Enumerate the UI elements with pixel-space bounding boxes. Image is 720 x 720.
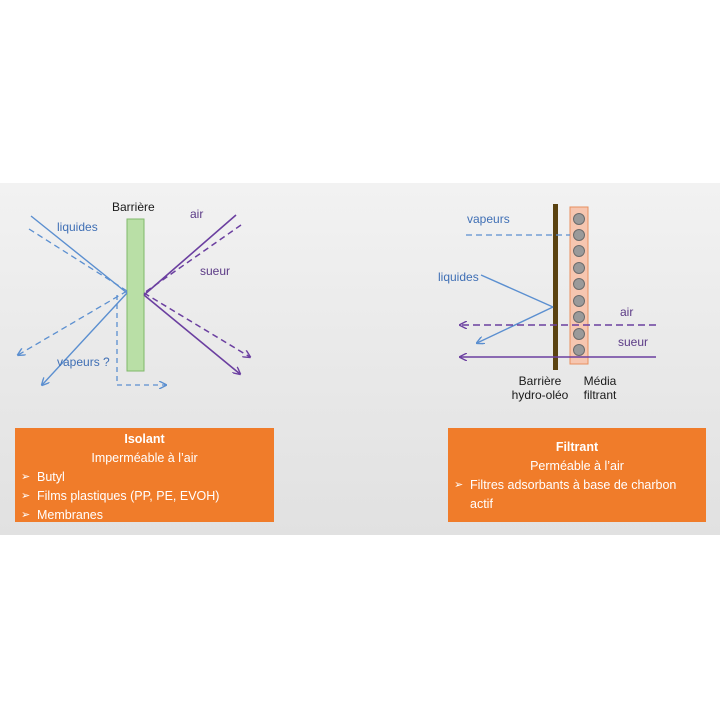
liquides-label: liquides [438,270,479,284]
list-item-text: Butyl [37,470,65,484]
liquides-label: liquides [57,220,98,234]
list-item: ➢ Filtres adsorbants à base de charbon ac… [448,476,706,514]
barrier-label-line2: hydro-oléo [511,388,569,402]
liquid-ray-reflect [42,292,128,385]
arrowhead-bullet-icon: ➢ [21,490,31,502]
filtrant-box: Filtrant Perméable à l’air ➢ Filtres adso… [448,428,706,522]
arrowhead-bullet-icon: ➢ [21,471,31,483]
vapeurs-label: vapeurs ? [57,355,110,369]
arrowhead-bullet-icon: ➢ [454,479,464,491]
list-item: ➢ Butyl [15,468,274,487]
sweat-ray-in [143,224,242,294]
vapour-ray-reflect [18,290,128,355]
media-label-line1: Média [583,374,617,388]
isolant-title: Isolant [124,432,165,446]
isolant-subtitle: Imperméable à l’air [91,451,198,465]
list-item-text: Membranes [37,508,103,522]
adsorbent-beads [573,213,585,356]
liquid-ray-in [30,215,128,294]
liquid-ray-in [480,274,554,308]
barrier-label-line1: Barrière [518,374,562,388]
list-item: ➢ Membranes [15,506,274,525]
sweat-ray-reflect [143,292,250,357]
arrowhead-bullet-icon: ➢ [21,509,31,521]
air-label: air [620,305,634,319]
filtrant-subtitle: Perméable à l’air [530,459,624,473]
liquid-ray-reflect [477,306,554,343]
right-diagram [460,204,656,370]
list-item-text: Films plastiques (PP, PE, EVOH) [37,489,220,503]
media-label: Média filtrant [570,374,630,402]
barrier-rect [126,218,145,372]
isolant-list: ➢Butyl ➢Films plastiques (PP, PE, EVOH) … [15,468,274,525]
vapour-ray-through [116,295,166,385]
filtrant-list: ➢ Filtres adsorbants à base de charbon ac… [448,476,706,514]
barrier-label: Barrière hydro-oléo [500,374,580,402]
filtrant-title: Filtrant [555,440,599,454]
sueur-label: sueur [200,264,231,278]
media-label-line2: filtrant [583,388,617,402]
air-ray-in [143,214,237,296]
hydro-oleo-barrier [553,204,558,370]
isolant-box: Isolant Imperméable à l’air ➢ Butyl ➢ Film… [15,428,274,522]
sueur-label: sueur [618,335,649,349]
vapeurs-label: vapeurs [467,212,510,226]
air-label: air [190,207,204,221]
left-diagram [18,214,250,385]
list-item-text: Filtres adsorbants à base de charbon act… [470,478,677,511]
diagrams [0,204,656,535]
barrier-label: Barrière [112,200,155,214]
list-item: ➢ Films plastiques (PP, PE, EVOH) [15,487,274,506]
slide: Barrière liquides air sueur vapeurs ? va… [0,183,720,535]
air-ray-reflect [143,294,240,374]
